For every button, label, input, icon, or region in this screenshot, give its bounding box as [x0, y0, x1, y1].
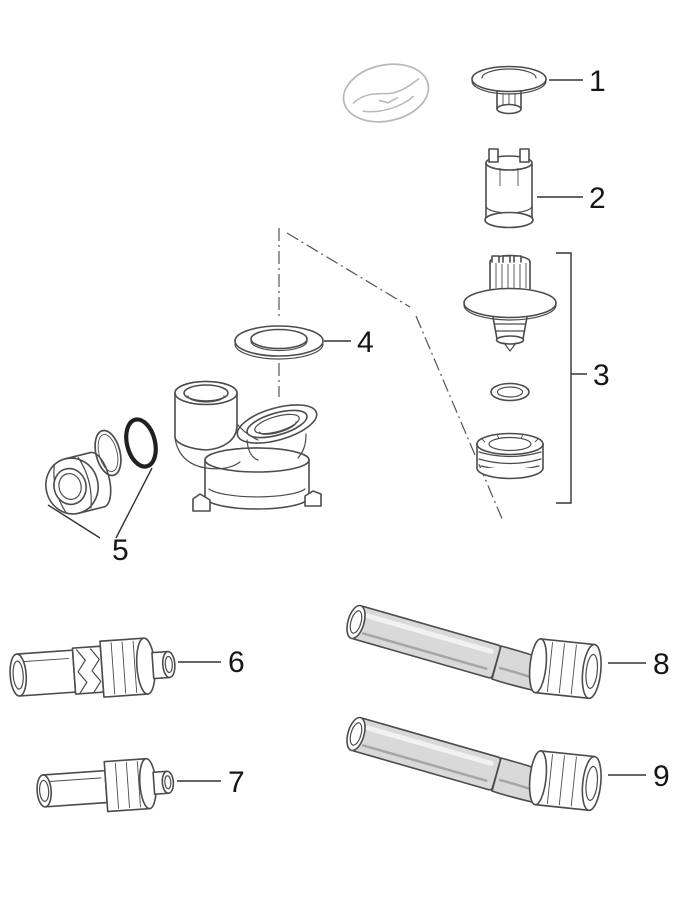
- bracket-3: [556, 252, 587, 504]
- part-3-valve-seat: [463, 254, 557, 352]
- part-3-o-ring: [490, 382, 530, 402]
- callout-5: 5: [112, 534, 129, 567]
- callout-9: 9: [653, 760, 670, 793]
- callout-7: 7: [228, 766, 245, 799]
- leader-5a: [47, 504, 101, 539]
- part-2-valve-cartridge: [484, 148, 534, 229]
- centerline-diagonal-upper: [286, 232, 411, 308]
- centerline-diagonal-lower: [415, 315, 504, 522]
- callout-1: 1: [589, 65, 606, 98]
- part-5-ring: [124, 417, 158, 469]
- part-5-nut: [45, 451, 112, 515]
- callout-8: 8: [653, 648, 670, 681]
- callout-6: 6: [228, 646, 245, 679]
- callout-2: 2: [589, 182, 606, 215]
- part-4-flange-ring: [234, 325, 324, 360]
- part-8-outlet-pipe: [346, 604, 602, 700]
- part-5-group: [45, 417, 158, 515]
- part-5-o-ring: [94, 429, 122, 477]
- part-3-slotted-nut: [476, 432, 544, 480]
- part-9-outlet-pipe: [346, 716, 602, 812]
- part-1-cover-plug: [471, 65, 547, 115]
- part-3-group: [463, 254, 557, 480]
- part-7-connector: [36, 757, 175, 813]
- callout-4: 4: [357, 326, 374, 359]
- part-6-connector: [9, 637, 176, 698]
- drain-body: [174, 380, 322, 512]
- cover-top-view: [342, 63, 430, 123]
- callout-3: 3: [593, 359, 610, 392]
- leader-5b: [115, 467, 153, 539]
